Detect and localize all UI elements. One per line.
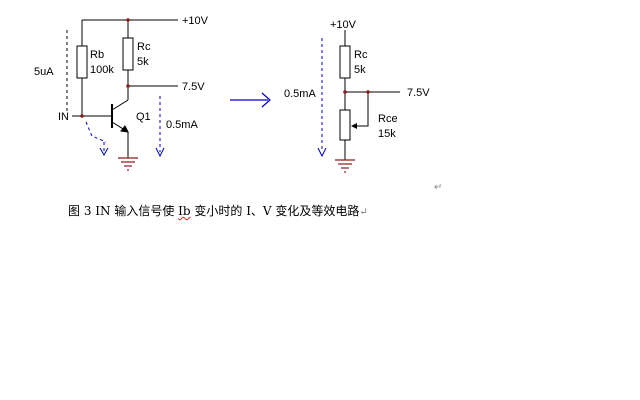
rce-value-label: 15k bbox=[378, 128, 396, 140]
transistor-collector bbox=[111, 99, 129, 111]
input-label: IN bbox=[58, 111, 69, 123]
node-right-output bbox=[343, 90, 347, 94]
rc-name-label: Rc bbox=[137, 41, 151, 53]
rce-potentiometer bbox=[339, 109, 351, 141]
base-current-label: 5uA bbox=[34, 66, 54, 78]
figure-caption: 图 3 IN 输入信号使 Ib 变小时的 I、V 变化及等效电路↵ bbox=[68, 202, 368, 219]
left-circuit bbox=[72, 19, 178, 158]
caption-ib: Ib bbox=[178, 204, 191, 218]
right-output-voltage-label: 7.5V bbox=[407, 87, 430, 99]
paragraph-mark: ↵ bbox=[434, 182, 443, 193]
rb-resistor bbox=[76, 45, 88, 79]
right-arrowhead-icon bbox=[317, 147, 327, 158]
left-supply-label: +10V bbox=[182, 15, 209, 27]
transistor-name-label: Q1 bbox=[136, 111, 151, 123]
wiper-arrow-icon bbox=[351, 123, 357, 129]
right-current-label: 0.5mA bbox=[284, 88, 316, 100]
right-rc-value-label: 5k bbox=[354, 64, 366, 76]
rc-resistor bbox=[122, 37, 134, 71]
caption-return-mark: ↵ bbox=[359, 207, 368, 218]
collector-voltage-label: 7.5V bbox=[182, 81, 205, 93]
rb-name-label: Rb bbox=[90, 49, 104, 61]
right-rc-resistor bbox=[339, 45, 351, 79]
right-supply-label: +10V bbox=[330, 19, 357, 31]
collector-arrowhead-icon bbox=[155, 147, 165, 158]
caption-suffix: 变小时的 I、V 变化及等效电路 bbox=[190, 204, 360, 218]
rb-value-label: 100k bbox=[90, 64, 114, 76]
node-right-wiper bbox=[366, 90, 370, 94]
node-base bbox=[80, 114, 84, 118]
base-arrowhead-icon bbox=[99, 147, 109, 157]
node-top-rc bbox=[126, 18, 130, 22]
rc-value-label: 5k bbox=[137, 56, 149, 68]
emitter-arrow-icon bbox=[120, 125, 129, 133]
right-rc-name-label: Rc bbox=[354, 49, 368, 61]
caption-prefix: 图 3 IN 输入信号使 bbox=[68, 204, 179, 218]
right-circuit bbox=[339, 30, 400, 160]
right-ground-icon bbox=[335, 159, 355, 173]
transform-arrow-icon bbox=[230, 92, 271, 108]
rce-name-label: Rce bbox=[378, 113, 398, 125]
node-collector bbox=[126, 84, 130, 88]
base-path-dashed bbox=[85, 121, 107, 152]
left-ground-icon bbox=[118, 157, 138, 171]
collector-current-label: 0.5mA bbox=[166, 119, 198, 131]
rce-wiper bbox=[352, 92, 369, 127]
